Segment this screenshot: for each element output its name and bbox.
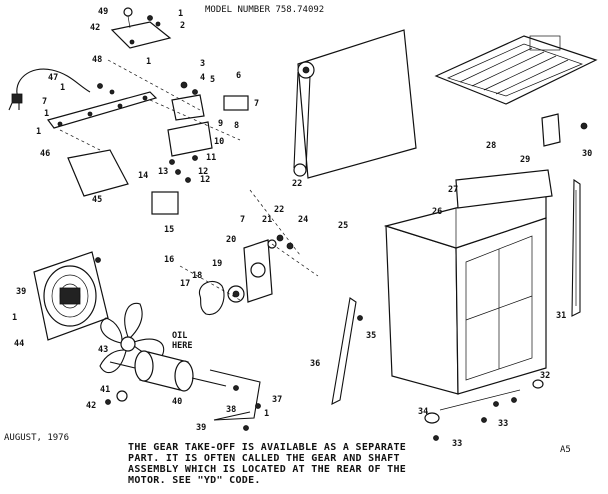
top-grille (434, 35, 598, 105)
callout-37: 37 (272, 395, 282, 405)
callout-28: 28 (486, 141, 496, 151)
callout-2: 2 (180, 21, 185, 31)
callout-33: 33 (452, 439, 462, 449)
callout-17: 17 (180, 279, 190, 289)
callout-19: 19 (212, 259, 222, 269)
callout-1e: 1 (36, 127, 41, 137)
callout-3: 3 (200, 59, 205, 69)
callout-8: 8 (234, 121, 239, 131)
callout-42: 42 (90, 23, 100, 33)
callout-26: 26 (432, 207, 442, 217)
callout-41: 41 (100, 385, 110, 395)
callout-13: 13 (158, 167, 168, 177)
callout-30: 30 (582, 149, 592, 159)
label-oil: OIL (172, 331, 187, 341)
fan-guard (33, 251, 109, 341)
callout-22b: 22 (274, 205, 284, 215)
callout-43: 43 (98, 345, 108, 355)
capacitor (151, 191, 179, 215)
callout-34: 34 (418, 407, 428, 417)
side-rail-right (571, 178, 581, 317)
footnote-line-2: PART. IT IS OFTEN CALLED THE GEAR AND SH… (128, 453, 400, 464)
callout-29: 29 (520, 155, 530, 165)
callout-1g: 1 (264, 409, 269, 419)
footnote-line-3: ASSEMBLY WHICH IS LOCATED AT THE REAR OF… (128, 464, 406, 475)
callout-40: 40 (172, 397, 182, 407)
callout-20: 20 (226, 235, 236, 245)
callout-49: 49 (98, 7, 108, 17)
callout-39: 39 (16, 287, 26, 297)
callout-1d: 1 (44, 109, 49, 119)
callout-12b: 12 (198, 167, 208, 177)
shroud (67, 149, 129, 197)
callout-39b: 39 (196, 423, 206, 433)
callout-6: 6 (236, 71, 241, 81)
callout-33b: 33 (498, 419, 508, 429)
callout-42b: 42 (86, 401, 96, 411)
label-here: HERE (172, 341, 192, 351)
callout-1c: 1 (60, 83, 65, 93)
side-rail-left (331, 297, 363, 405)
power-cord (8, 68, 91, 111)
callout-1b: 1 (146, 57, 151, 67)
callout-14: 14 (138, 171, 148, 181)
screws-bottom (433, 397, 517, 441)
callout-7: 7 (42, 97, 47, 107)
callout-27: 27 (448, 185, 458, 195)
callout-45: 45 (92, 195, 102, 205)
callout-7b: 7 (254, 99, 259, 109)
footnote-line-1: THE GEAR TAKE-OFF IS AVAILABLE AS A SEPA… (128, 442, 406, 453)
callout-7c: 7 (240, 215, 245, 225)
gear-linkage (179, 234, 319, 315)
callout-5: 5 (210, 75, 215, 85)
callout-numbers: 49 1 2 42 48 47 1 3 4 5 1 7 1 1 46 7 6 8… (12, 7, 592, 449)
callout-24: 24 (298, 215, 308, 225)
callout-15: 15 (164, 225, 174, 235)
callout-4: 4 (200, 73, 205, 83)
callout-1f: 1 (12, 313, 17, 323)
callout-35: 35 (366, 331, 376, 341)
callout-38: 38 (226, 405, 236, 415)
callout-12: 12 (200, 175, 210, 185)
callout-31: 31 (556, 311, 566, 321)
motor (105, 350, 227, 405)
motor-mount (209, 369, 261, 431)
callout-46: 46 (40, 149, 50, 159)
callout-18: 18 (192, 271, 202, 281)
callout-10: 10 (214, 137, 224, 147)
control-plate-assembly (110, 7, 172, 49)
callout-44: 44 (14, 339, 24, 349)
callout-32: 32 (540, 371, 550, 381)
callout-48: 48 (92, 55, 102, 65)
model-number: MODEL NUMBER 758.74092 (205, 5, 324, 15)
footnote: THE GEAR TAKE-OFF IS AVAILABLE AS A SEPA… (128, 442, 406, 486)
footnote-line-4: MOTOR. SEE "YD" CODE. (128, 475, 261, 486)
callout-22: 22 (292, 179, 302, 189)
switch-housing (167, 81, 249, 183)
callout-47: 47 (48, 73, 58, 83)
callout-11: 11 (206, 153, 216, 163)
latch (541, 113, 588, 147)
callout-21: 21 (262, 215, 272, 225)
callout-25: 25 (338, 221, 348, 231)
callout-9: 9 (218, 119, 223, 129)
callout-1: 1 (178, 9, 183, 19)
cabinet (383, 169, 553, 424)
mounting-bracket (46, 83, 158, 129)
callout-36: 36 (310, 359, 320, 369)
date-stamp: AUGUST, 1976 (4, 433, 69, 443)
page-code: A5 (560, 445, 571, 455)
louver-panel (293, 29, 417, 179)
callout-16: 16 (164, 255, 174, 265)
fan-blade (99, 302, 165, 374)
